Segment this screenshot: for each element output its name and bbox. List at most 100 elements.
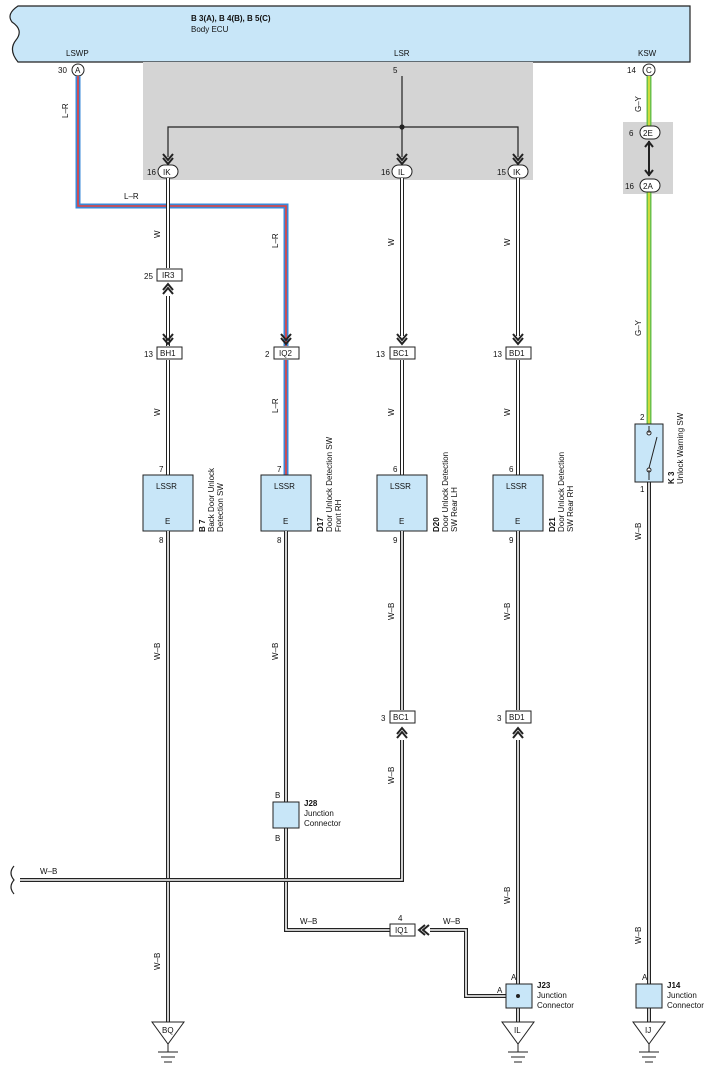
conn-name: IQ1 bbox=[395, 926, 408, 935]
connector-bh1: 13 BH1 bbox=[144, 346, 183, 360]
switch-k3: 2 1 K 3 Unlock Warning SW bbox=[634, 412, 685, 494]
wire-label-w-2: W bbox=[387, 238, 396, 246]
pin-number: 2 bbox=[265, 350, 270, 359]
pin-top: 6 bbox=[509, 465, 514, 474]
top-label: LSSR bbox=[156, 482, 177, 491]
wire-label-lr-2: L–R bbox=[124, 192, 139, 201]
pin-bot: 9 bbox=[393, 536, 398, 545]
connector-2a: 16 2A bbox=[625, 178, 661, 193]
code: J23 bbox=[537, 981, 551, 990]
desc2: Detection SW bbox=[216, 483, 225, 532]
w-wires bbox=[166, 178, 520, 475]
wire-label-lr-1: L–R bbox=[61, 103, 70, 118]
code: D21 bbox=[548, 517, 557, 532]
arrow-markers-mid bbox=[162, 333, 524, 346]
pin-number: 3 bbox=[381, 714, 386, 723]
conn-name: IK bbox=[513, 168, 521, 177]
conn-name: IR3 bbox=[162, 271, 175, 280]
conn-name: IL bbox=[398, 168, 405, 177]
ecu-pin-a: 30 A bbox=[58, 63, 85, 77]
switch-d21: 6 LSSR E 9 D21 Door Unlock Detection SW … bbox=[492, 452, 575, 545]
conn-name: 2A bbox=[643, 182, 653, 191]
pin-top: 6 bbox=[393, 465, 398, 474]
desc: Unlock Warning SW bbox=[676, 412, 685, 484]
switch-d20: 6 LSSR E 9 D20 Door Unlock Detection SW … bbox=[376, 452, 459, 545]
pin-top: 2 bbox=[640, 413, 645, 422]
ecu-pin-lsr-number: 5 bbox=[393, 66, 398, 75]
wire-label-w-4: W bbox=[153, 408, 162, 416]
conn-name: IQ2 bbox=[279, 349, 292, 358]
desc1: Back Door Unlock bbox=[207, 467, 216, 532]
wire-label-wb-9: W–B bbox=[443, 917, 460, 926]
bot-label: E bbox=[515, 517, 520, 526]
desc1: Door Unlock Detection SW bbox=[325, 436, 334, 532]
connector-bd1-top: 13 BD1 bbox=[493, 346, 532, 360]
conn-letter: A bbox=[75, 66, 81, 75]
switch-d17: 7 LSSR E 8 D17 Door Unlock Detection SW … bbox=[260, 436, 343, 545]
connector-bc1-top: 13 BC1 bbox=[376, 346, 416, 360]
wire-label-wb-4: W–B bbox=[503, 603, 512, 620]
bot-label: E bbox=[283, 517, 288, 526]
wire-label-w-3: W bbox=[503, 238, 512, 246]
ground-label: IJ bbox=[645, 1026, 651, 1035]
conn-name: IK bbox=[163, 168, 171, 177]
pin-top: A bbox=[511, 973, 517, 982]
wire-label-gy-1: G–Y bbox=[634, 95, 643, 112]
pin-number: 13 bbox=[376, 350, 385, 359]
wire-label-wb-7: W–B bbox=[503, 887, 512, 904]
code: D20 bbox=[432, 517, 441, 532]
wire-label-wb-8: W–B bbox=[300, 917, 317, 926]
code: J28 bbox=[304, 799, 318, 808]
desc2: SW Rear LH bbox=[450, 487, 459, 532]
code: D17 bbox=[316, 517, 325, 532]
wire-label-wb-2: W–B bbox=[271, 643, 280, 660]
wire-label-lr-3: L–R bbox=[271, 233, 280, 248]
pin-top: B bbox=[275, 791, 280, 800]
pin-number: 15 bbox=[497, 168, 506, 177]
desc2: Connector bbox=[537, 1001, 574, 1010]
wire-label-wb-3: W–B bbox=[387, 603, 396, 620]
pin-number: 6 bbox=[629, 129, 634, 138]
arrow-markers bbox=[162, 153, 524, 166]
junction-j23: A A J23 Junction Connector bbox=[497, 973, 574, 1010]
pin-number: 16 bbox=[381, 168, 390, 177]
desc2: Connector bbox=[304, 819, 341, 828]
wire-label-wb-10: W–B bbox=[153, 953, 162, 970]
wire-label-w-1: W bbox=[153, 230, 162, 238]
code: J14 bbox=[667, 981, 681, 990]
desc2: Connector bbox=[667, 1001, 704, 1010]
wire-label-w-5: W bbox=[387, 408, 396, 416]
pin-number: 16 bbox=[147, 168, 156, 177]
conn-letter: C bbox=[646, 66, 652, 75]
pin-top: 7 bbox=[159, 465, 164, 474]
top-label: LSSR bbox=[274, 482, 295, 491]
wire-break-marker bbox=[10, 865, 15, 895]
pin-number: 13 bbox=[144, 350, 153, 359]
bot-label: E bbox=[165, 517, 170, 526]
conn-name: BC1 bbox=[393, 713, 409, 722]
connector-iq1: 4 IQ1 bbox=[389, 914, 430, 937]
pin-top: 7 bbox=[277, 465, 282, 474]
pin-number: 16 bbox=[625, 182, 634, 191]
conn-name: BD1 bbox=[509, 713, 525, 722]
connector-ir3: 25 IR3 bbox=[144, 268, 183, 295]
junction-block-area bbox=[143, 62, 533, 180]
wire-label-wb-5: W–B bbox=[387, 767, 396, 784]
pin-bot: B bbox=[275, 834, 280, 843]
pin-bot: 1 bbox=[640, 485, 645, 494]
connector-2e: 6 2E bbox=[629, 125, 661, 140]
connector-iq2: 2 IQ2 bbox=[265, 346, 300, 360]
wb-wires bbox=[20, 482, 651, 1022]
pin-top: A bbox=[642, 973, 648, 982]
pin-bot: 8 bbox=[277, 536, 282, 545]
pin-bot: 8 bbox=[159, 536, 164, 545]
desc1: Junction bbox=[537, 991, 567, 1000]
wire-label-wb-6: W–B bbox=[40, 867, 57, 876]
wire-label-wb-12: W–B bbox=[634, 927, 643, 944]
pin-number: 14 bbox=[627, 66, 636, 75]
conn-name: BD1 bbox=[509, 349, 525, 358]
connector-ik-1: 16 IK bbox=[147, 164, 179, 179]
pin-bot: 9 bbox=[509, 536, 514, 545]
pin-number: 3 bbox=[497, 714, 502, 723]
top-label: LSSR bbox=[506, 482, 527, 491]
